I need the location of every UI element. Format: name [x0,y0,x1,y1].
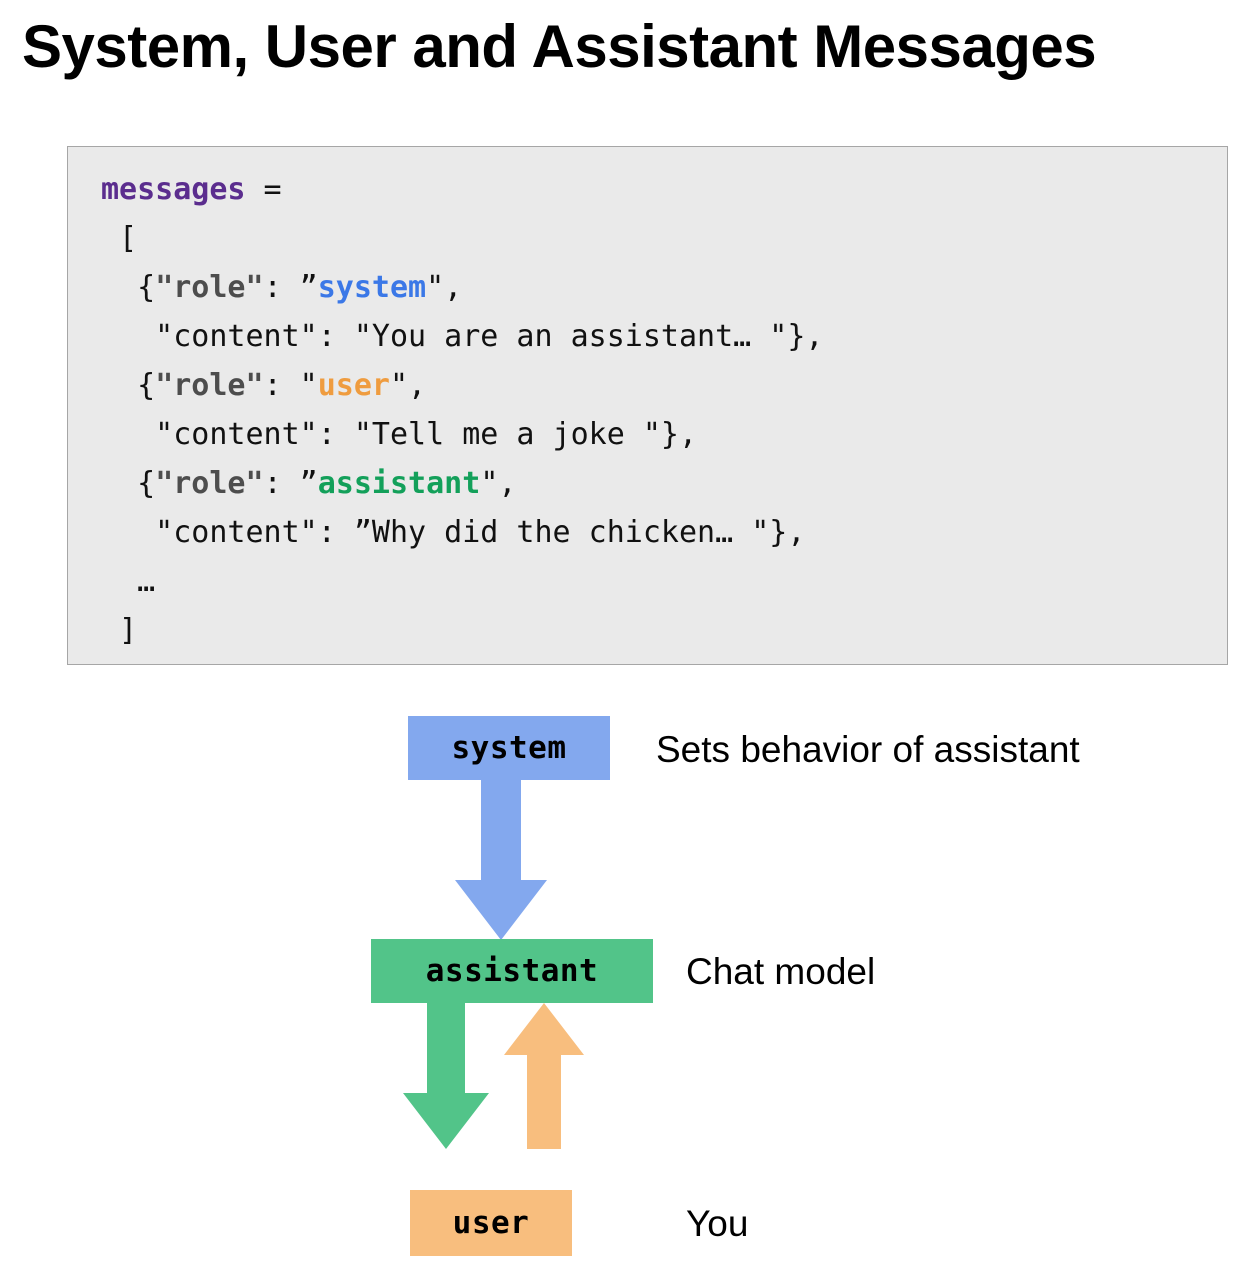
code-token-plain: : ” [263,466,318,501]
arrow-user-to-assistant-icon [504,1003,584,1149]
code-token-key: "role" [155,368,264,403]
code-token-var: messages [101,172,246,207]
code-listing: messages = [ {"role": ”system", "content… [101,165,1227,655]
code-token-plain: : " [263,368,318,403]
role-description-assistant: Chat model [686,951,876,992]
code-line: {"role": ”system", [101,263,1227,312]
code-block: messages = [ {"role": ”system", "content… [67,146,1228,665]
roles-flow-diagram: system Sets behavior of assistant assist… [0,660,1260,1282]
role-box-system[interactable]: system [408,716,610,780]
code-token-plain: ", [426,270,463,305]
code-token-plain: … [101,564,156,599]
arrow-system-to-assistant-icon [455,780,547,940]
code-line: {"role": "user", [101,361,1227,410]
code-token-plain: "content": ”Why did the chicken… "}, [101,515,806,550]
code-token-system: system [317,270,427,305]
code-token-plain: "content": "Tell me a joke "}, [101,417,698,452]
code-token-plain: { [101,466,156,501]
code-token-plain: { [101,270,156,305]
code-token-plain: = [245,172,282,207]
code-line: messages = [101,165,1227,214]
code-token-user: user [317,368,390,403]
code-line: … [101,557,1227,606]
code-token-asst: assistant [317,466,481,501]
code-token-key: "role" [155,270,264,305]
code-token-plain: ", [480,466,517,501]
role-box-user[interactable]: user [410,1190,572,1256]
code-line: "content": "Tell me a joke "}, [101,410,1227,459]
code-token-plain: "content": "You are an assistant… "}, [101,319,824,354]
code-token-plain: : ” [263,270,318,305]
code-token-plain: { [101,368,156,403]
code-line: "content": ”Why did the chicken… "}, [101,508,1227,557]
code-line: [ [101,214,1227,263]
code-token-plain: ", [390,368,427,403]
code-token-plain: ] [101,613,138,648]
code-token-key: "role" [155,466,264,501]
role-description-system: Sets behavior of assistant [656,729,1080,770]
role-box-assistant[interactable]: assistant [371,939,653,1003]
code-line: "content": "You are an assistant… "}, [101,312,1227,361]
page-title: System, User and Assistant Messages [22,13,1097,80]
role-description-user: You [686,1203,749,1244]
code-line: {"role": ”assistant", [101,459,1227,508]
code-line: ] [101,606,1227,655]
arrow-assistant-to-user-icon [403,1003,489,1149]
code-token-plain: [ [101,221,138,256]
